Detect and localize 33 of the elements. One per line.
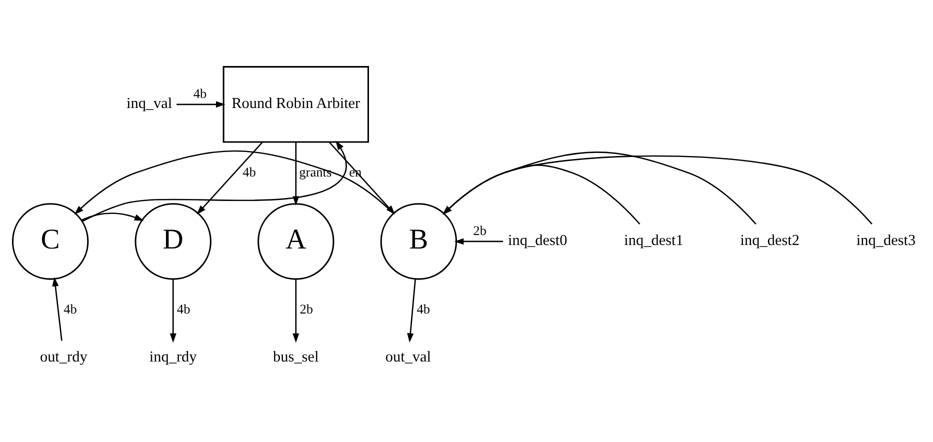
arrow bbox=[52, 277, 62, 341]
node-text: inq_rdy bbox=[149, 348, 197, 366]
node-text: out_val bbox=[385, 348, 432, 366]
node-text: inq_dest2 bbox=[740, 232, 800, 250]
arrow bbox=[292, 279, 300, 343]
edge-label: 4b bbox=[64, 302, 77, 317]
arrow bbox=[442, 152, 756, 224]
edge-label: 2b bbox=[300, 302, 314, 317]
node-circle: C bbox=[12, 203, 89, 280]
arrow bbox=[176, 101, 226, 108]
node-text: inq_dest1 bbox=[624, 232, 684, 250]
edge-label: 4b bbox=[242, 164, 256, 180]
node-text: inq_dest0 bbox=[508, 232, 568, 250]
arrow bbox=[81, 212, 144, 221]
arrow bbox=[407, 278, 416, 343]
node-circle: A bbox=[258, 203, 334, 280]
arrow bbox=[82, 140, 347, 222]
node-text: bus_sel bbox=[273, 348, 319, 366]
node-text: inq_dest3 bbox=[856, 232, 916, 250]
edge-label: grants bbox=[299, 164, 332, 180]
edge-label: 4b bbox=[416, 302, 430, 317]
edge-label: 2b bbox=[473, 222, 486, 238]
edge-label: 4b bbox=[176, 302, 190, 317]
edge-label: 4b bbox=[193, 86, 207, 101]
arrow bbox=[442, 164, 640, 224]
arrow bbox=[442, 155, 872, 224]
arrow bbox=[454, 238, 504, 245]
arrow bbox=[196, 142, 263, 215]
node-text: out_rdy bbox=[40, 348, 88, 366]
node-box: Round Robin Arbiter bbox=[222, 66, 369, 143]
arrow bbox=[74, 150, 394, 215]
node-text: inq_val bbox=[126, 95, 172, 112]
arrow bbox=[170, 279, 176, 343]
